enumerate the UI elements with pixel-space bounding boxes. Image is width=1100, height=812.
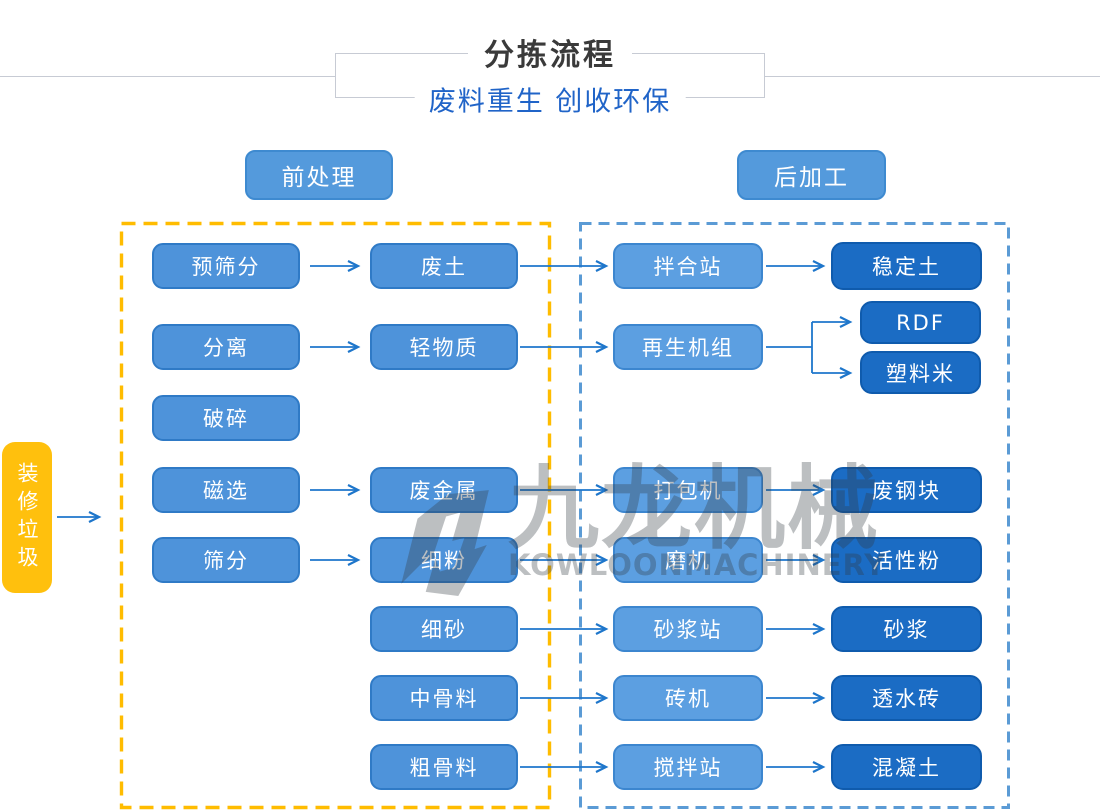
node-coarse-aggregate: 粗骨料 bbox=[370, 744, 518, 790]
node-pre-screen: 预筛分 bbox=[152, 243, 300, 289]
node-waste-soil: 废土 bbox=[370, 243, 518, 289]
source-label-renovation-waste: 装修垃圾 bbox=[2, 442, 52, 593]
node-stabilized-soil: 稳定土 bbox=[831, 242, 982, 290]
title-frame: 分拣流程 废料重生 创收环保 bbox=[335, 29, 765, 119]
node-mixing-station: 拌合站 bbox=[613, 243, 763, 289]
node-mortar: 砂浆 bbox=[831, 606, 982, 652]
node-rdf: RDF bbox=[860, 301, 981, 344]
node-crushing: 破碎 bbox=[152, 395, 300, 441]
post-processing-label: 后加工 bbox=[737, 150, 886, 200]
node-separation: 分离 bbox=[152, 324, 300, 370]
pre-processing-label: 前处理 bbox=[245, 150, 393, 200]
node-fine-powder: 细粉 bbox=[370, 537, 518, 583]
node-permeable-brick: 透水砖 bbox=[831, 675, 982, 721]
node-medium-aggregate: 中骨料 bbox=[370, 675, 518, 721]
page-title: 分拣流程 bbox=[468, 29, 632, 74]
node-mixing-plant: 搅拌站 bbox=[613, 744, 763, 790]
node-scrap-steel: 废钢块 bbox=[831, 467, 982, 513]
node-scrap-metal: 废金属 bbox=[370, 467, 518, 513]
node-active-powder: 活性粉 bbox=[831, 537, 982, 583]
flow-arrows bbox=[57, 260, 853, 773]
node-baler: 打包机 bbox=[613, 467, 763, 513]
node-mortar-station: 砂浆站 bbox=[613, 606, 763, 652]
page-subtitle: 废料重生 创收环保 bbox=[414, 79, 686, 119]
node-plastic-pellets: 塑料米 bbox=[860, 351, 981, 394]
node-regen-unit: 再生机组 bbox=[613, 324, 763, 370]
post-processing-dashed-frame bbox=[579, 222, 1010, 809]
node-light-material: 轻物质 bbox=[370, 324, 518, 370]
node-brick-machine: 砖机 bbox=[613, 675, 763, 721]
node-concrete: 混凝土 bbox=[831, 744, 982, 790]
node-screening: 筛分 bbox=[152, 537, 300, 583]
node-magnetic: 磁选 bbox=[152, 467, 300, 513]
node-mill: 磨机 bbox=[613, 537, 763, 583]
node-fine-sand: 细砂 bbox=[370, 606, 518, 652]
